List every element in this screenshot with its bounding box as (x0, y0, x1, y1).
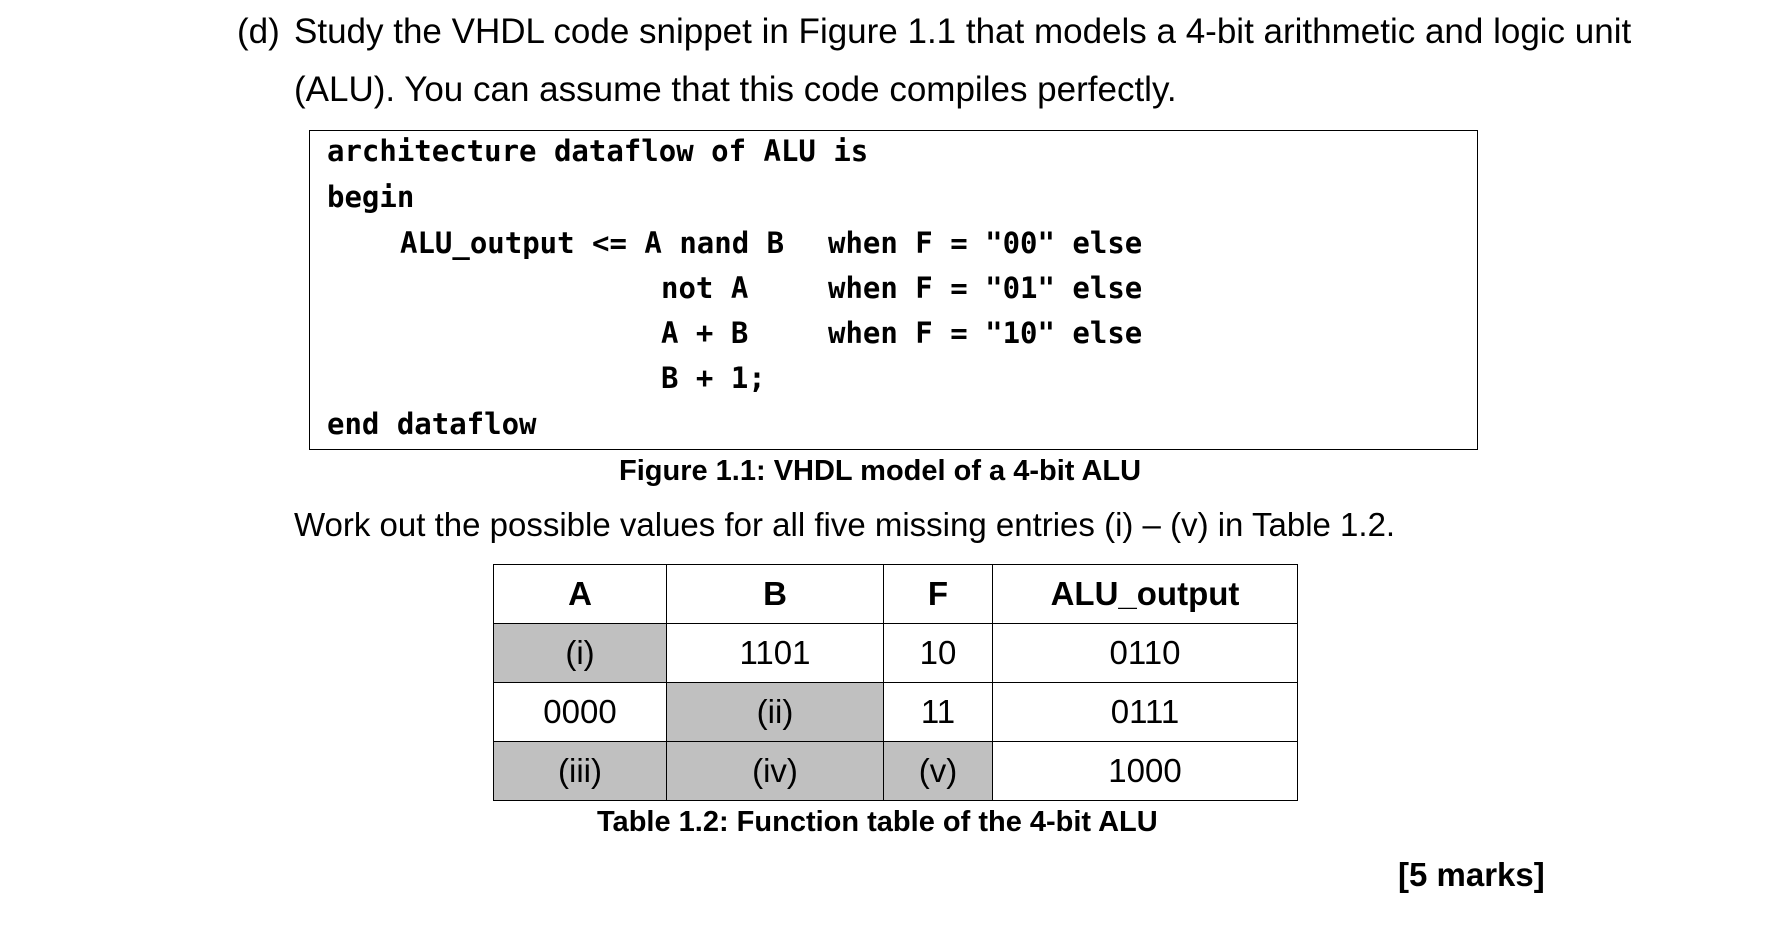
code-line-assign-condition: when F = "00" else (828, 226, 1143, 260)
table-caption: Table 1.2: Function table of the 4-bit A… (597, 806, 1158, 838)
instruction-text: Work out the possible values for all fiv… (294, 506, 1396, 543)
cell-missing-v: (v) (883, 741, 993, 801)
table-cell: 1000 (992, 741, 1298, 801)
code-line-architecture: architecture dataflow of ALU is (327, 134, 869, 168)
code-line-begin: begin (327, 180, 415, 214)
table-cell: 0000 (493, 682, 667, 742)
table-cell: 0110 (992, 623, 1298, 683)
header-b: B (666, 564, 884, 624)
table-cell: 10 (883, 623, 993, 683)
table-row: 0000 (ii) 11 0111 (493, 682, 1298, 742)
code-line-a-plus-b: A + B (661, 316, 749, 350)
code-line-b-plus-1: B + 1; (661, 361, 766, 395)
cell-missing-iv: (iv) (666, 741, 884, 801)
header-alu-output: ALU_output (992, 564, 1298, 624)
code-line-not-a-condition: when F = "01" else (828, 271, 1143, 305)
code-line-a-plus-b-condition: when F = "10" else (828, 316, 1143, 350)
question-label: (d) (237, 12, 280, 51)
code-line-end: end dataflow (327, 407, 537, 441)
code-line-not-a: not A (661, 271, 749, 305)
table-cell: 11 (883, 682, 993, 742)
cell-missing-ii: (ii) (666, 682, 884, 742)
figure-caption: Figure 1.1: VHDL model of a 4-bit ALU (619, 455, 1142, 487)
question-text-line-2: (ALU). You can assume that this code com… (294, 70, 1177, 109)
header-a: A (493, 564, 667, 624)
question-text-line-1: Study the VHDL code snippet in Figure 1.… (294, 12, 1632, 51)
cell-missing-iii: (iii) (493, 741, 667, 801)
table-cell: 0111 (992, 682, 1298, 742)
header-f: F (883, 564, 993, 624)
marks-label: [5 marks] (1398, 856, 1545, 893)
code-line-assign: ALU_output <= A nand B (400, 226, 785, 260)
table-row: (i) 1101 10 0110 (493, 623, 1298, 683)
code-snippet-box (309, 130, 1478, 450)
table-cell: 1101 (666, 623, 884, 683)
cell-missing-i: (i) (493, 623, 667, 683)
table-row: (iii) (iv) (v) 1000 (493, 741, 1298, 801)
table-header-row: A B F ALU_output (493, 564, 1298, 624)
function-table: A B F ALU_output (i) 1101 10 0110 0000 (… (493, 564, 1298, 801)
